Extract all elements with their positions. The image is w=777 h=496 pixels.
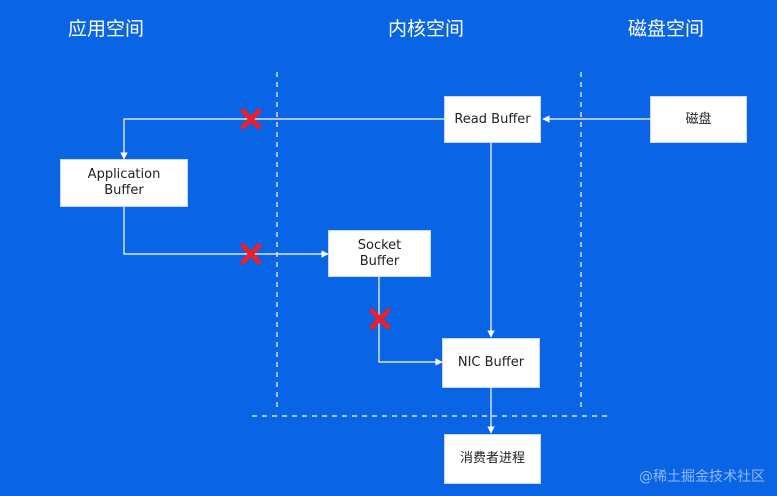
disk-box: 磁盘: [650, 96, 747, 143]
watermark: @稀土掘金技术社区: [639, 469, 765, 485]
application-buffer-box: Application Buffer: [60, 159, 188, 207]
arrow-readbuffer-to-appbuffer: [120, 118, 444, 160]
consumer-process-box: 消费者进程: [444, 434, 541, 484]
cross-icon: [369, 308, 391, 330]
nic-buffer-label: NIC Buffer: [457, 355, 525, 370]
disk-label: 磁盘: [685, 111, 712, 127]
header-app-space: 应用空间: [68, 18, 145, 40]
arrow-appbuffer-to-socketbuffer: [123, 207, 329, 258]
cross-icon: [240, 243, 262, 265]
socket-buffer-label: Socket Buffer: [357, 237, 402, 269]
read-buffer-label: Read Buffer: [454, 111, 531, 127]
nic-buffer-box: NIC Buffer: [442, 338, 540, 388]
arrow-socketbuffer-to-nicbuffer: [378, 277, 443, 366]
cross-icon: [240, 108, 262, 130]
consumer-process-label: 消费者进程: [459, 451, 525, 466]
socket-buffer-box: Socket Buffer: [328, 230, 431, 277]
header-kernel-space: 内核空间: [388, 18, 465, 40]
application-buffer-label: Application Buffer: [87, 167, 161, 198]
read-buffer-box: Read Buffer: [444, 96, 541, 143]
header-disk-space: 磁盘空间: [628, 18, 705, 40]
